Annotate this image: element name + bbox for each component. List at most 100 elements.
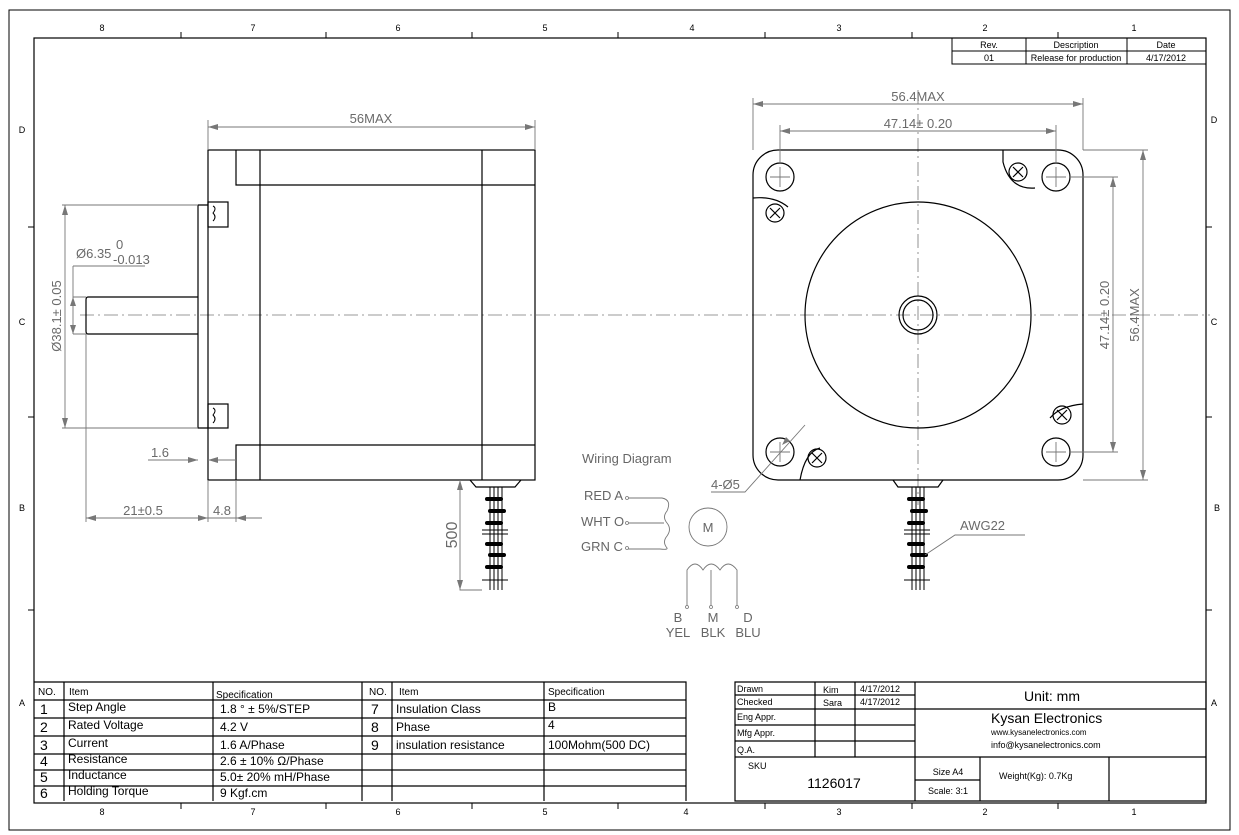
approval-name: Kim bbox=[823, 685, 839, 695]
revision-table: Rev. Description Date 01 Release for pro… bbox=[951, 38, 1206, 65]
spec-item: Phase bbox=[396, 720, 430, 734]
approval-role: Mfg Appr. bbox=[737, 728, 775, 738]
flange-dim: 1.6 bbox=[151, 445, 169, 460]
company-name: Kysan Electronics bbox=[991, 710, 1102, 726]
spec-no: 5 bbox=[40, 769, 48, 785]
zone-row: A bbox=[1211, 698, 1217, 708]
zone-col: 8 bbox=[99, 807, 104, 817]
sheet-size: Size A4 bbox=[933, 767, 964, 777]
spec-no: 8 bbox=[371, 719, 379, 735]
zone-col: 8 bbox=[99, 23, 104, 33]
wire-yel: YEL bbox=[666, 625, 691, 640]
spec-value: 4.2 V bbox=[220, 720, 248, 734]
shaft-length-dim: 21±0.5 bbox=[123, 503, 163, 518]
spec-value: 1.8 ° ± 5%/STEP bbox=[220, 702, 310, 716]
spec-header-spec: Specification bbox=[548, 687, 605, 698]
zone-col: 1 bbox=[1131, 807, 1136, 817]
zone-col: 3 bbox=[836, 807, 841, 817]
zone-col: 2 bbox=[982, 807, 987, 817]
pin-b: B bbox=[674, 610, 683, 625]
spec-item: Insulation Class bbox=[396, 702, 481, 716]
spec-header-no: NO. bbox=[369, 687, 387, 698]
approval-role: Checked bbox=[737, 697, 773, 707]
zone-col: 5 bbox=[542, 23, 547, 33]
zone-row: B bbox=[1214, 503, 1220, 513]
pilot-dia-dim: Ø38.1± 0.05 bbox=[49, 280, 64, 351]
spec-value: 2.6 ± 10% Ω/Phase bbox=[220, 754, 324, 768]
zone-col: 5 bbox=[542, 807, 547, 817]
spec-value: 100Mohm(500 DC) bbox=[548, 738, 650, 752]
zone-row: C bbox=[19, 317, 26, 327]
approval-role: Q.A. bbox=[737, 745, 755, 755]
zone-row: C bbox=[1211, 317, 1218, 327]
approval-role: Drawn bbox=[737, 684, 763, 694]
approval-name: Sara bbox=[823, 698, 842, 708]
date-value: 4/17/2012 bbox=[1146, 53, 1186, 63]
motor-label: M bbox=[703, 520, 714, 535]
side-dimensions: 56MAX Ø38.1± 0.05 Ø6.35 0 -0.013 1.6 21±… bbox=[49, 111, 536, 591]
spec-header-item: Item bbox=[399, 687, 418, 698]
desc-header: Description bbox=[1053, 40, 1098, 50]
unit-label: Unit: mm bbox=[1024, 688, 1080, 704]
spec-item: Current bbox=[68, 736, 109, 750]
zone-row: D bbox=[1211, 115, 1218, 125]
spec-item: insulation resistance bbox=[396, 738, 505, 752]
weight-label: Weight(Kg): 0.7Kg bbox=[999, 771, 1072, 781]
center-lines bbox=[80, 90, 1210, 505]
wiring-diagram: Wiring Diagram RED A WHT O GRN C M B M D… bbox=[581, 451, 761, 640]
lead-length-dim: 500 bbox=[444, 522, 461, 549]
outer-frame bbox=[8, 9, 1231, 831]
shaft-tol-upper: 0 bbox=[116, 237, 123, 252]
motor-symbol bbox=[688, 507, 728, 547]
wire-gauge-label: AWG22 bbox=[960, 518, 1005, 533]
wiring-title: Wiring Diagram bbox=[582, 451, 672, 466]
date-header: Date bbox=[1156, 40, 1175, 50]
spec-item: Resistance bbox=[68, 752, 128, 766]
spec-no: 7 bbox=[371, 701, 379, 717]
spec-value: 4 bbox=[548, 718, 555, 732]
zone-row: B bbox=[19, 503, 25, 513]
zone-col: 4 bbox=[689, 23, 694, 33]
zone-labels: 8 7 6 5 4 3 2 1 8 7 6 5 4 3 2 1 D C B A … bbox=[19, 23, 1220, 817]
spec-item: Step Angle bbox=[68, 700, 126, 714]
zone-col: 2 bbox=[982, 23, 987, 33]
wire-red: RED A bbox=[584, 488, 623, 503]
zone-col: 7 bbox=[250, 807, 255, 817]
approval-role: Eng Appr. bbox=[737, 712, 776, 722]
length-dim: 56MAX bbox=[350, 111, 393, 126]
zone-ticks bbox=[28, 32, 1212, 809]
spec-value: 5.0± 20% mH/Phase bbox=[220, 770, 330, 784]
rev-value: 01 bbox=[984, 53, 994, 63]
spec-item: Holding Torque bbox=[68, 784, 149, 798]
wire-grn: GRN C bbox=[581, 539, 623, 554]
spec-table: NO. Item Specification NO. Item Specific… bbox=[34, 681, 687, 801]
spec-no: 1 bbox=[40, 701, 48, 717]
spec-value: B bbox=[548, 700, 556, 714]
zone-col: 1 bbox=[1131, 23, 1136, 33]
sku-label: SKU bbox=[748, 761, 767, 771]
wire-blk: BLK bbox=[701, 625, 726, 640]
spec-header-item: Item bbox=[69, 687, 88, 698]
side-view bbox=[85, 149, 536, 590]
approval-date: 4/17/2012 bbox=[860, 697, 900, 707]
zone-col: 3 bbox=[836, 23, 841, 33]
zone-row: A bbox=[19, 698, 25, 708]
v-hole-spacing-dim: 47.14± 0.20 bbox=[1097, 281, 1112, 350]
hole-spacing-dim: 47.14± 0.20 bbox=[884, 116, 953, 131]
desc-value: Release for production bbox=[1031, 53, 1122, 63]
holes-dim: 4-Ø5 bbox=[711, 477, 740, 492]
spec-item: Inductance bbox=[68, 768, 127, 782]
spec-value: 9 Kgf.cm bbox=[220, 786, 267, 800]
width-dim: 56.4MAX bbox=[891, 89, 945, 104]
zone-col: 6 bbox=[395, 807, 400, 817]
spec-item: Rated Voltage bbox=[68, 718, 144, 732]
wire-wht: WHT O bbox=[581, 514, 624, 529]
sku-value: 1126017 bbox=[807, 775, 861, 791]
front-view bbox=[752, 149, 1084, 590]
spec-no: 6 bbox=[40, 785, 48, 801]
zone-col: 6 bbox=[395, 23, 400, 33]
boss-dim: 4.8 bbox=[213, 503, 231, 518]
spec-no: 4 bbox=[40, 753, 48, 769]
